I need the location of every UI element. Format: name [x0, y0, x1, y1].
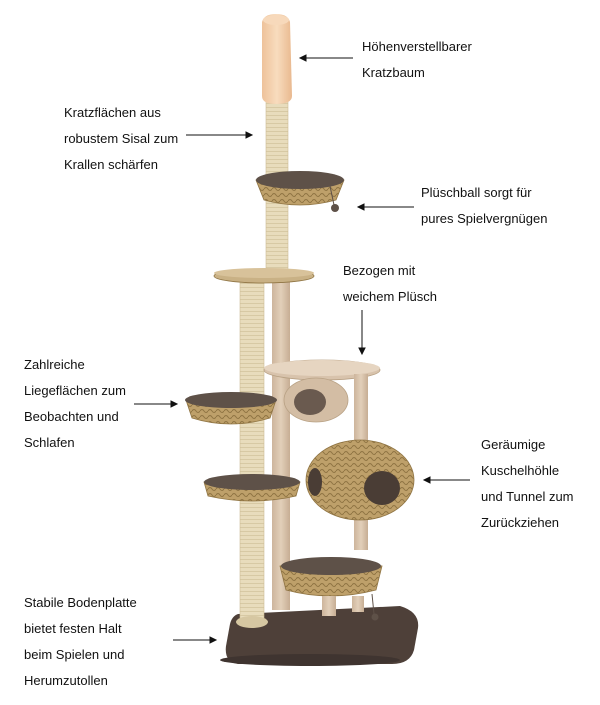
left-basket-bed [185, 392, 277, 425]
arrow-base-plate [173, 636, 218, 644]
label-line: und Tunnel zum [481, 489, 574, 504]
label-base-plate: Stabile Bodenplatte bietet festen Halt b… [24, 590, 137, 694]
top-cap [262, 14, 292, 104]
arrow-lying-areas [134, 400, 179, 408]
top-basket-bed [255, 171, 345, 212]
bottom-basket-bed [279, 557, 383, 621]
arrow-plush-ball [356, 203, 414, 211]
arrow-sisal [186, 131, 254, 139]
plush-platform [263, 359, 381, 381]
label-sisal: Kratzflächen aus robustem Sisal zum Kral… [64, 100, 178, 178]
label-line: Bezogen mit [343, 263, 416, 278]
label-line: Kratzflächen aus [64, 105, 161, 120]
sisal-ring-platform [213, 268, 315, 284]
label-line: Liegeflächen zum [24, 383, 126, 398]
middle-basket-bed [203, 474, 301, 502]
label-line: weichem Plüsch [343, 289, 437, 304]
label-line: Beobachten und [24, 409, 119, 424]
label-lying-areas: Zahlreiche Liegeflächen zum Beobachten u… [24, 352, 126, 456]
label-height-adjustable: Höhenverstellbarer Kratzbaum [362, 34, 472, 86]
label-line: Kuschelhöhle [481, 463, 560, 478]
arrow-cuddle-cave [422, 476, 470, 484]
arrow-height-adjustable [298, 54, 353, 62]
label-line: Stabile Bodenplatte [24, 595, 137, 610]
label-line: Zahlreiche [24, 357, 85, 372]
label-line: Zurückziehen [481, 515, 560, 530]
label-line: Schlafen [24, 435, 75, 450]
label-line: Plüschball sorgt für [421, 185, 532, 200]
arrow-plush-cover [358, 310, 366, 356]
label-line: Kratzbaum [362, 65, 425, 80]
label-line: pures Spielvergnügen [421, 211, 548, 226]
label-line: Geräumige [481, 437, 546, 452]
label-cuddle-cave: Geräumige Kuschelhöhle und Tunnel zum Zu… [481, 432, 574, 536]
plush-pole-back [272, 270, 290, 610]
label-plush-cover: Bezogen mit weichem Plüsch [343, 258, 437, 310]
annotation-arrows [134, 54, 470, 644]
label-line: Höhenverstellbarer [362, 39, 472, 54]
base-plate [220, 606, 419, 666]
label-plush-ball: Plüschball sorgt für pures Spielvergnüge… [421, 180, 547, 232]
label-line: beim Spielen und [24, 647, 125, 662]
label-line: robustem Sisal zum [64, 131, 179, 146]
label-line: Herumzutollen [24, 673, 108, 688]
label-line: bietet festen Halt [24, 621, 122, 636]
label-line: Krallen schärfen [64, 157, 158, 172]
cuddle-cave [305, 439, 415, 521]
